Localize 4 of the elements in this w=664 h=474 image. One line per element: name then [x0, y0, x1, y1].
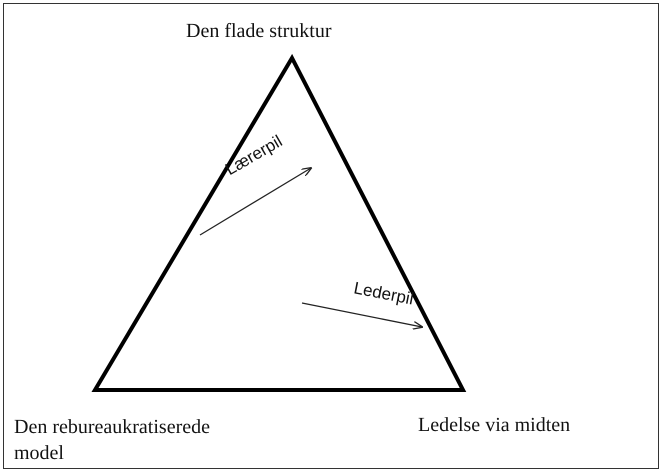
vertex-label: Den flade struktur — [186, 20, 332, 43]
vertex-label: Den rebureaukratiserede model — [14, 415, 211, 466]
vertex-label: Ledelse via midten — [418, 414, 570, 437]
arrow-label: Lederpil — [352, 278, 416, 310]
